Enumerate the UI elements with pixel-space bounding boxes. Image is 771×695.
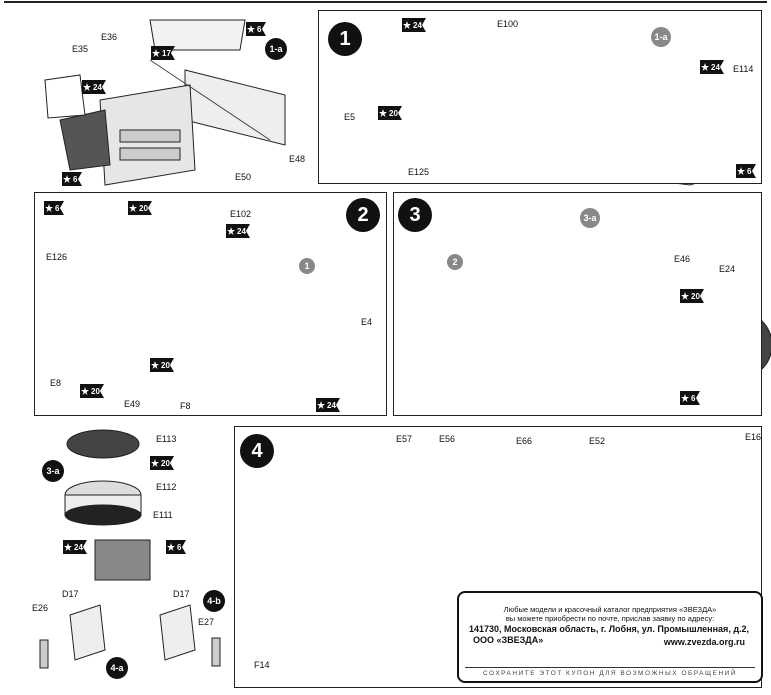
part-label-d17-a: D17 (62, 589, 79, 599)
part-label-e16: E16 (745, 432, 762, 442)
part-label-e50: E50 (235, 172, 252, 182)
engine-block-1a-drawing (44, 19, 286, 186)
step-number-4: 4 (240, 434, 274, 468)
step-number-1: 1 (328, 22, 362, 56)
marker-flag: 20 (128, 201, 152, 215)
marker-flag: 6 (246, 22, 266, 36)
part-label-e24: E24 (719, 264, 736, 274)
substep-ref-3a: 3-a (580, 208, 600, 228)
marker-flag: 6 (44, 201, 64, 215)
marker-flag: 24 (82, 80, 106, 94)
coupon-website-link[interactable]: www.zvezda.org.ru (663, 637, 745, 647)
bracket-4a-4b-drawing (39, 604, 221, 669)
panel-step-1 (318, 10, 762, 184)
marker-flag: 24 (226, 224, 250, 238)
part-label-e100: E100 (497, 19, 519, 29)
part-label-e125: E125 (408, 167, 430, 177)
marker-flag: 6 (62, 172, 82, 186)
substep-4b: 4-b (203, 590, 225, 612)
substep-3a: 3-a (42, 460, 64, 482)
marker-flag: 20 (378, 106, 402, 120)
step-number-3: 3 (398, 198, 432, 232)
part-label-f8: F8 (180, 401, 191, 411)
part-label-e112: E112 (156, 482, 177, 492)
part-label-e66: E66 (516, 436, 533, 446)
marker-flag: 20 (680, 289, 704, 303)
marker-flag: 24 (402, 18, 426, 32)
part-label-e52: E52 (589, 436, 606, 446)
marker-flag: 24 (63, 540, 87, 554)
part-label-e5: E5 (344, 112, 356, 122)
marker-flag: 17 (151, 46, 175, 60)
substep-4a: 4-a (106, 657, 128, 679)
part-label-e4: E4 (361, 317, 373, 327)
part-label-e57: E57 (396, 434, 413, 444)
marker-flag: 6 (680, 391, 700, 405)
marker-flag: 20 (80, 384, 104, 398)
marker-flag: 24 (700, 60, 724, 74)
substep-1a: 1-a (265, 38, 287, 60)
coupon-address: 141730, Московская область, г. Лобня, ул… (469, 624, 750, 634)
coupon-intro: Любые модели и красочный каталог предпри… (459, 605, 761, 623)
air-cleaner-3a-drawing (64, 429, 151, 581)
marker-flag: 20 (150, 358, 174, 372)
part-label-e114: E114 (733, 64, 754, 74)
marker-flag: 24 (316, 398, 340, 412)
part-label-e8: E8 (50, 378, 62, 388)
panel-step-2 (34, 192, 387, 416)
part-label-e113: E113 (156, 434, 177, 444)
coupon-company: ООО «ЗВЕЗДА» (473, 635, 544, 645)
part-label-e126: E126 (46, 252, 68, 262)
part-label-e35: E35 (72, 44, 89, 54)
part-label-e111: E111 (153, 510, 173, 520)
part-label-e46: E46 (674, 254, 691, 264)
substep-ref-1a: 1-a (651, 27, 671, 47)
part-label-e27: E27 (198, 617, 215, 627)
part-label-e48: E48 (289, 154, 306, 164)
step-ref-2: 2 (447, 254, 463, 270)
marker-flag: 20 (150, 456, 174, 470)
part-label-e56: E56 (439, 434, 456, 444)
step-number-2: 2 (346, 198, 380, 232)
marker-flag: 6 (166, 540, 186, 554)
coupon-footer: СОХРАНИТЕ ЭТОТ КУПОН ДЛЯ ВОЗМОЖНЫХ ОБРАЩ… (465, 667, 755, 677)
part-label-e36: E36 (101, 32, 118, 42)
panel-step-3 (393, 192, 762, 416)
part-label-e49: E49 (124, 399, 141, 409)
order-coupon: Любые модели и красочный каталог предпри… (457, 591, 763, 683)
part-label-f14: F14 (254, 660, 270, 670)
part-label-d17-b: D17 (173, 589, 190, 599)
part-label-e26: E26 (32, 603, 49, 613)
part-label-e102: E102 (230, 209, 252, 219)
coupon-intro-line2: вы можете приобрести по почте, прислав з… (505, 614, 715, 623)
marker-flag: 6 (736, 164, 756, 178)
step-ref-1: 1 (299, 258, 315, 274)
coupon-intro-line1: Любые модели и красочный каталог предпри… (503, 605, 717, 614)
